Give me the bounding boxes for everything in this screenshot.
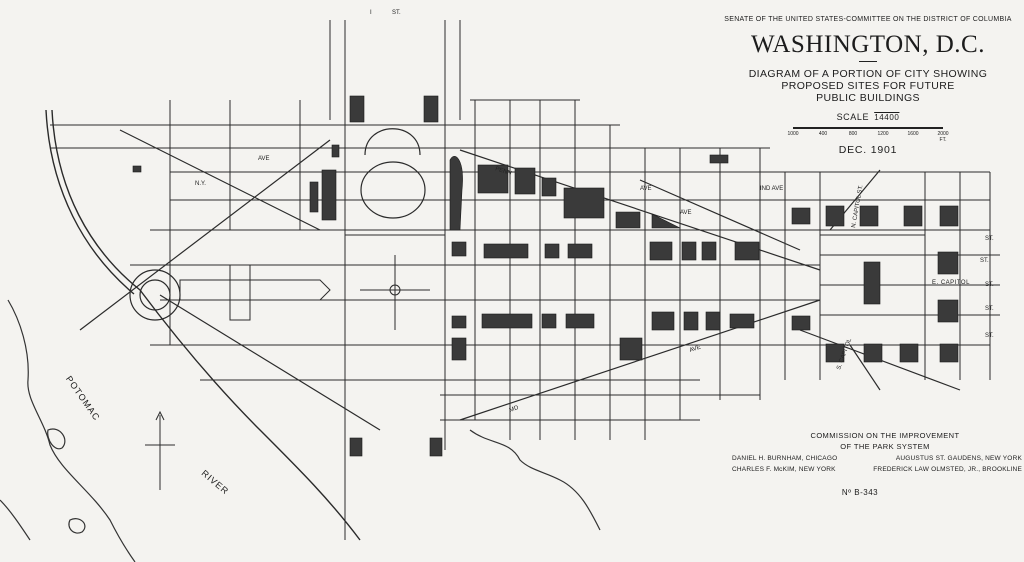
svg-text:ST.: ST. (985, 333, 994, 339)
scale-tick: 800 (848, 131, 858, 137)
commission-members: DANIEL H. BURNHAM, CHICAGO AUGUSTUS ST. … (732, 453, 1022, 475)
north-arrow-icon (145, 410, 175, 490)
svg-text:ST.: ST. (985, 282, 994, 288)
svg-text:AVE: AVE (689, 345, 702, 354)
commission-title: COMMISSION ON THE IMPROVEMENT OF THE PAR… (790, 430, 980, 452)
scale-label: SCALE 14400 (718, 112, 1018, 122)
svg-text:PENN: PENN (494, 166, 512, 177)
svg-text:MD: MD (509, 405, 520, 414)
scale-ratio: 14400 (874, 113, 900, 122)
svg-text:AVE: AVE (680, 210, 692, 216)
national-mall (179, 234, 926, 346)
member-name: AUGUSTUS ST. GAUDENS, NEW YORK (895, 455, 1022, 462)
west-boundary (45, 109, 361, 541)
member-name: DANIEL H. BURNHAM, CHICAGO (732, 455, 838, 462)
scale-bar-line (793, 127, 943, 129)
svg-text:ST.: ST. (980, 258, 989, 264)
svg-text:ST.: ST. (985, 236, 994, 242)
scale-tick: 2000 FT. (937, 131, 949, 143)
scale-tick: 1000 (787, 131, 799, 137)
commission-line-2: OF THE PARK SYSTEM (840, 442, 930, 451)
east-capitol-label: E. CAPITOL (932, 280, 970, 286)
map-date: DEC. 1901 (838, 144, 898, 156)
potomac-shoreline (0, 299, 601, 562)
title-rule (859, 61, 877, 62)
commission-line-1: COMMISSION ON THE IMPROVEMENT (810, 431, 960, 440)
members-row: CHARLES F. McKIM, NEW YORK FREDERICK LAW… (732, 464, 1022, 475)
page-title: WASHINGTON, D.C. (751, 31, 985, 58)
member-name: CHARLES F. McKIM, NEW YORK (732, 466, 836, 473)
svg-text:I: I (370, 10, 372, 16)
title-block: SENATE OF THE UNITED STATES-COMMITTEE ON… (718, 14, 1018, 156)
scale-tick: 1200 (877, 131, 889, 137)
svg-text:AVE: AVE (640, 186, 652, 192)
member-name: FREDERICK LAW OLMSTED, JR., BROOKLINE (873, 466, 1022, 473)
proposed-buildings (132, 95, 959, 457)
svg-text:AVE: AVE (258, 156, 270, 162)
subtitle-line-1: DIAGRAM OF A PORTION OF CITY SHOWING (748, 68, 988, 80)
drawing-number: Nº B-343 (841, 488, 879, 497)
scale-word: SCALE (836, 112, 870, 122)
scale-tick: 1600 (907, 131, 919, 137)
scale-bar: 1000 400 800 1200 1600 2000 FT. (787, 124, 949, 143)
svg-text:ST.: ST. (392, 10, 401, 16)
svg-text:ST.: ST. (985, 306, 994, 312)
white-house-grounds (129, 128, 426, 321)
subtitle: DIAGRAM OF A PORTION OF CITY SHOWING PRO… (718, 68, 1018, 104)
members-row: DANIEL H. BURNHAM, CHICAGO AUGUSTUS ST. … (732, 453, 1022, 464)
scale-tick: 400 (818, 131, 828, 137)
svg-text:IND AVE: IND AVE (760, 186, 783, 192)
subtitle-line-3: PUBLIC BUILDINGS (816, 92, 920, 104)
svg-text:N.Y.: N.Y. (195, 181, 206, 187)
subtitle-line-2: PROPOSED SITES FOR FUTURE (781, 80, 955, 92)
street-grid (50, 20, 1000, 540)
committee-label: SENATE OF THE UNITED STATES-COMMITTEE ON… (724, 16, 1012, 23)
